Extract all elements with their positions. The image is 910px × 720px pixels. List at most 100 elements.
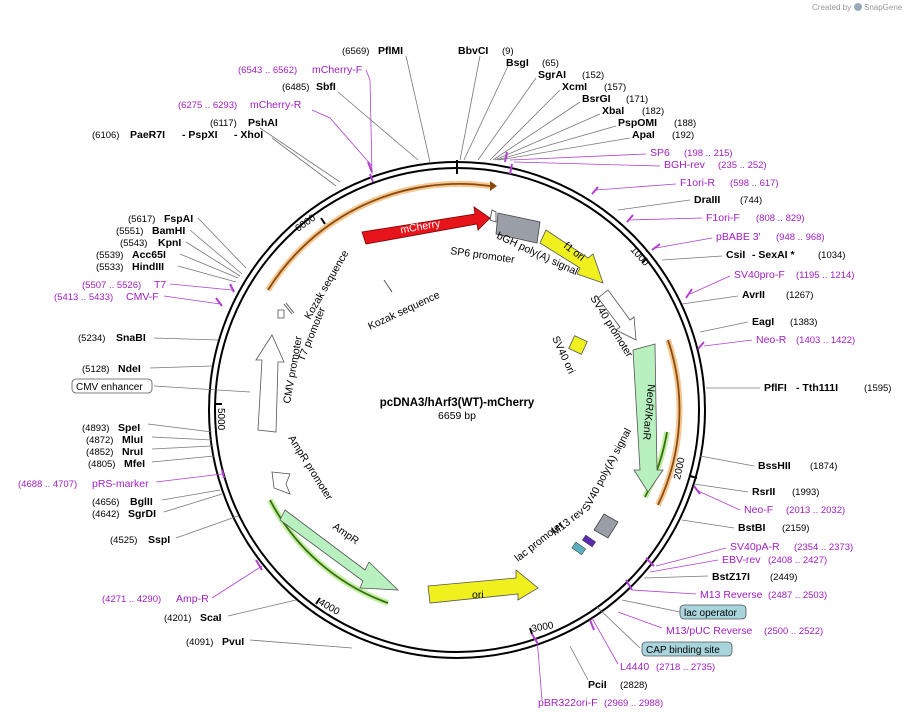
- tick-4000: [315, 597, 321, 605]
- tick-label-3000: 3000: [531, 620, 555, 635]
- bstz17i-pos: (2449): [770, 572, 797, 583]
- cap-binding-site-label: CAP binding site: [646, 645, 720, 656]
- xbai-pos: (182): [642, 106, 664, 117]
- cap-line: [595, 605, 641, 649]
- snapgene-logo-icon: [854, 3, 862, 11]
- bghrev-mark: [509, 163, 513, 175]
- draiii-name: DraIII: [694, 194, 720, 206]
- kozak-label-2: Kozak sequence: [366, 289, 442, 333]
- pbabe-name: pBABE 3': [716, 231, 761, 243]
- sgrdi-line: [163, 493, 223, 513]
- pbabe-pos: (948 .. 968): [776, 232, 825, 243]
- snapgene-brand: SnapGene: [864, 3, 903, 12]
- f1orif-name: F1ori-F: [706, 212, 740, 224]
- mlui-line: [151, 436, 213, 441]
- bstz17i-line: [643, 575, 709, 579]
- scai-pos: (4201): [164, 613, 191, 624]
- kozak-mark-1: [283, 303, 293, 315]
- bbvci-line: [459, 55, 481, 161]
- sp6-line: [509, 153, 647, 161]
- cmvenh-line: [153, 385, 251, 393]
- top-labels: (6569) PflMI BbvCI (9) (6543 .. 6562) mC…: [92, 45, 514, 187]
- bghrev-name: BGH-rev: [664, 159, 706, 171]
- pbabe-line: [655, 237, 713, 249]
- rsrii-pos: (1993): [792, 487, 819, 498]
- ampr-primer-mark: [255, 559, 263, 571]
- pshai-line: [259, 127, 341, 183]
- pvui-line: [249, 639, 353, 649]
- ebvrev-line: [649, 559, 719, 573]
- sgrai-name: SgrAI: [538, 69, 566, 81]
- ampr-primer-line: [211, 565, 263, 599]
- bglii-pos: (4656): [92, 497, 119, 508]
- created-by-label: Created by: [812, 3, 851, 12]
- ndei-line: [149, 365, 213, 369]
- tick-label-1000: 1000: [628, 245, 651, 269]
- apai-pos: (192): [672, 130, 694, 141]
- sv40par-pos: (2354 .. 2373): [794, 542, 853, 553]
- f1orir-line: [595, 183, 677, 191]
- sgrdi-name: SgrDI: [128, 508, 156, 520]
- ori-label: ori: [472, 589, 484, 601]
- mcherry-arrow: [361, 206, 491, 245]
- pflfi-pos: (1595): [864, 383, 891, 394]
- ampr-label: AmpR: [330, 521, 361, 548]
- sp6-promoter-label: SP6 promoter: [450, 245, 516, 266]
- sv40par-name: SV40pA-R: [730, 541, 780, 553]
- sv40prof-pos: (1195 .. 1214): [796, 270, 854, 281]
- tth111i-name: - Tth111I: [796, 382, 838, 394]
- nrui-name: NruI: [122, 446, 143, 458]
- t7-promoter-shape: [277, 309, 285, 319]
- snabi-pos: (5234): [78, 333, 105, 344]
- l4440-line: [591, 617, 619, 665]
- neof-line: [695, 489, 741, 511]
- pvui-name: PvuI: [222, 636, 244, 648]
- rsrii-line: [693, 483, 749, 493]
- bsgi-name: BsgI: [506, 57, 529, 69]
- mcherryf-name: mCherry-F: [312, 64, 362, 76]
- bamhi-pos: (5551): [116, 226, 143, 237]
- lac-operator-box: [679, 604, 747, 620]
- plasmid-name: pcDNA3/hArf3(WT)-mCherry: [380, 397, 535, 409]
- pcii-line: [569, 645, 589, 681]
- cmvf-mark: [215, 297, 223, 307]
- orange-arc-top-head: [490, 181, 497, 191]
- mlui-pos: (4872): [86, 435, 113, 446]
- mcherryf-line: [365, 69, 373, 175]
- sspi-name: SspI: [148, 534, 170, 546]
- acc65i-name: Acc65I: [132, 249, 166, 261]
- xbai-line: [494, 113, 601, 161]
- mlui-name: MluI: [122, 434, 143, 446]
- f1orir-mark: [591, 186, 599, 195]
- kozak-mark-2: [285, 302, 295, 314]
- m13r-pos: (2487 .. 2503): [768, 590, 827, 601]
- pshai-name: PshAI: [248, 117, 278, 129]
- sspi-pos: (4525): [110, 535, 137, 546]
- sv40prof-mark: [685, 288, 693, 299]
- tick-1000: [641, 257, 648, 264]
- cmvf-name: CMV-F: [126, 291, 159, 303]
- sv40prof-name: SV40pro-F: [734, 269, 785, 281]
- scai-line: [227, 599, 297, 617]
- bamhi-name: BamHI: [152, 225, 185, 237]
- prs-pos: (4688 .. 4707): [18, 479, 77, 490]
- sv40-promoter-arrow: [597, 289, 637, 341]
- bamhi-line: [189, 229, 243, 275]
- bgh-polya-shape: [495, 212, 541, 244]
- sv40-polya-label: SV40 poly(A) signal: [580, 426, 634, 513]
- t7-name: T7: [154, 279, 166, 291]
- mfei-pos: (4805): [88, 459, 115, 470]
- pbr322-mark: [531, 633, 539, 645]
- xhoi-name: - XhoI: [234, 129, 263, 141]
- f1orif-mark: [626, 214, 634, 223]
- f1orir-name: F1ori-R: [680, 177, 715, 189]
- xcmi-name: XcmI: [562, 81, 587, 93]
- snabi-line: [153, 337, 219, 341]
- prs-line: [155, 473, 223, 483]
- bbvci-name: BbvCI: [458, 45, 488, 57]
- bsrgi-name: BsrGI: [582, 93, 611, 105]
- right-bottom-labels: BssHII (1874) RsrII (1993) Neo-F (2013 .…: [531, 455, 853, 709]
- f1orif-pos: (808 .. 829): [756, 213, 805, 224]
- l4440-pos: (2718 .. 2735): [656, 662, 715, 673]
- csii-pos: (1034): [818, 250, 845, 261]
